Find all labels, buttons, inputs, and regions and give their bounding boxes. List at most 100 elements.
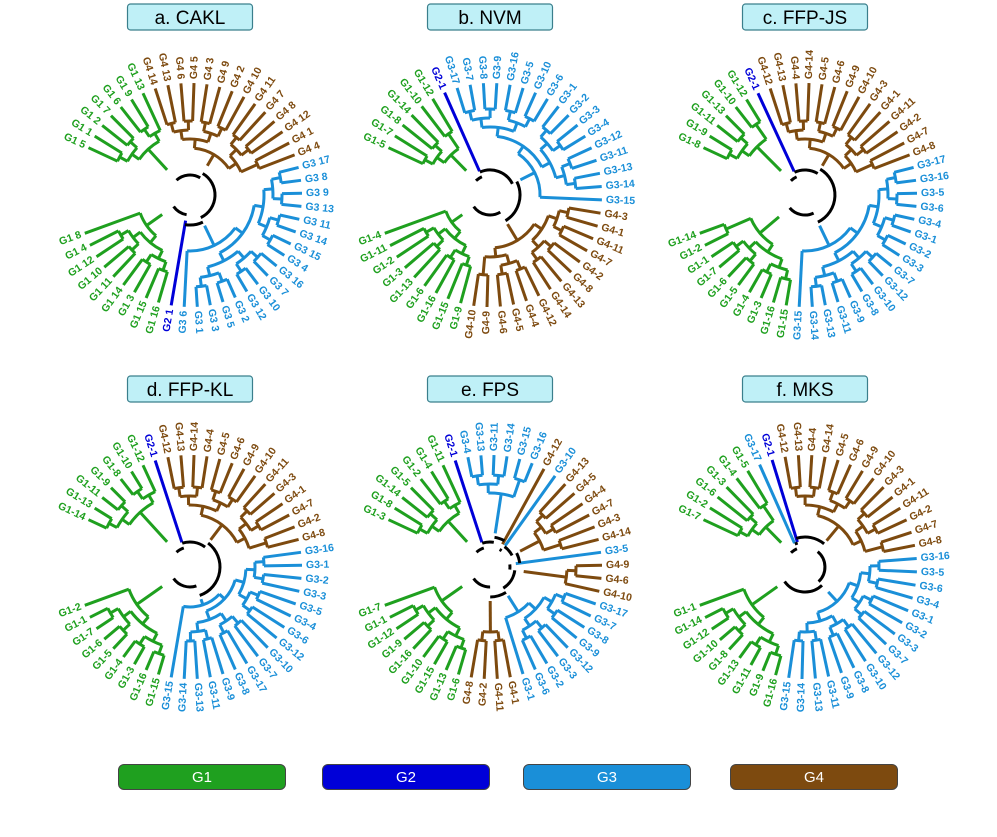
branch <box>850 623 878 655</box>
branch <box>840 278 852 299</box>
branch-arc <box>735 142 749 160</box>
branch <box>229 136 238 146</box>
branch <box>541 161 551 169</box>
branch <box>875 252 893 268</box>
branch <box>835 632 856 669</box>
title-frame <box>426 375 554 403</box>
clade-stem <box>453 460 484 543</box>
branch <box>867 260 884 277</box>
clade-stem <box>135 585 164 606</box>
branch <box>95 616 115 630</box>
branch <box>459 266 473 304</box>
leaf-label: G3-13 <box>820 308 837 339</box>
clade-stem <box>145 213 164 227</box>
branch-arc <box>461 262 472 268</box>
branch-arc <box>514 476 526 484</box>
branch <box>812 487 817 497</box>
branch <box>800 640 805 680</box>
branch <box>546 607 556 616</box>
clade-g4 <box>563 563 603 593</box>
branch <box>523 462 534 483</box>
branch-arc <box>212 498 229 509</box>
branch <box>240 619 269 649</box>
branch-arc <box>549 524 557 534</box>
branch <box>199 506 205 516</box>
branch-arc <box>892 171 898 184</box>
branch <box>384 209 447 235</box>
branch <box>836 464 852 495</box>
branch <box>108 521 118 529</box>
branch <box>145 253 153 263</box>
branch <box>868 203 879 209</box>
branch <box>263 550 302 559</box>
branch <box>843 148 853 157</box>
branch <box>200 456 209 489</box>
branch <box>878 557 917 563</box>
branch-arc <box>228 154 243 173</box>
branch <box>561 162 571 169</box>
branch-arc <box>192 485 203 490</box>
branch <box>166 84 177 123</box>
branch <box>263 187 273 192</box>
branch-arc <box>235 250 253 266</box>
branch-arc <box>853 595 865 610</box>
leaf-label: G1-15 <box>774 308 791 339</box>
clade-g4 <box>768 83 911 174</box>
branch <box>434 259 456 294</box>
branch <box>704 232 729 247</box>
branch <box>550 616 578 640</box>
branch <box>533 526 543 534</box>
branch <box>410 114 440 144</box>
branch-arc <box>210 488 221 495</box>
root-tree <box>440 460 602 633</box>
branch <box>435 239 445 248</box>
branch <box>809 286 814 307</box>
branch-arc <box>266 234 275 246</box>
title-frame <box>426 3 554 31</box>
branch <box>278 165 299 174</box>
branch-arc <box>426 518 439 535</box>
clade-stem <box>199 598 205 606</box>
branch <box>119 106 142 134</box>
branch <box>562 134 587 152</box>
branch <box>248 541 267 550</box>
branch-arc <box>148 129 161 138</box>
branch <box>250 524 260 532</box>
branch <box>724 114 746 136</box>
branch-arc <box>199 271 220 279</box>
clade-g3 <box>797 165 918 307</box>
branch <box>460 244 468 255</box>
leaf-label: G3-14 <box>807 310 821 340</box>
branch <box>133 646 146 665</box>
leaf-label: G1-9 <box>447 305 465 331</box>
branch <box>215 282 225 303</box>
branch <box>894 213 915 221</box>
branch <box>479 118 484 128</box>
branch-arc <box>132 487 143 496</box>
leaf-label: G3-6 <box>920 201 945 215</box>
branch <box>718 625 737 641</box>
branch <box>257 222 268 229</box>
branch <box>112 252 137 278</box>
branch-arc <box>876 217 887 237</box>
branch <box>872 222 883 229</box>
branch <box>87 146 119 163</box>
root-arc <box>494 535 506 543</box>
branch <box>423 254 449 287</box>
root-arc <box>816 550 827 583</box>
branch <box>499 264 504 275</box>
branch-arc <box>422 227 430 237</box>
branch <box>496 475 501 485</box>
legend-label: G3 <box>596 768 617 786</box>
branch <box>259 589 297 606</box>
branch <box>195 622 200 632</box>
branch-arc <box>219 629 229 637</box>
title-frame <box>741 3 869 31</box>
branch <box>122 640 137 658</box>
branch <box>774 645 780 655</box>
branch <box>737 610 747 619</box>
leaf-label: G3-1 <box>306 559 330 571</box>
branch <box>860 486 885 512</box>
leaf-label: G4 3 <box>201 57 216 81</box>
branch <box>446 263 464 300</box>
